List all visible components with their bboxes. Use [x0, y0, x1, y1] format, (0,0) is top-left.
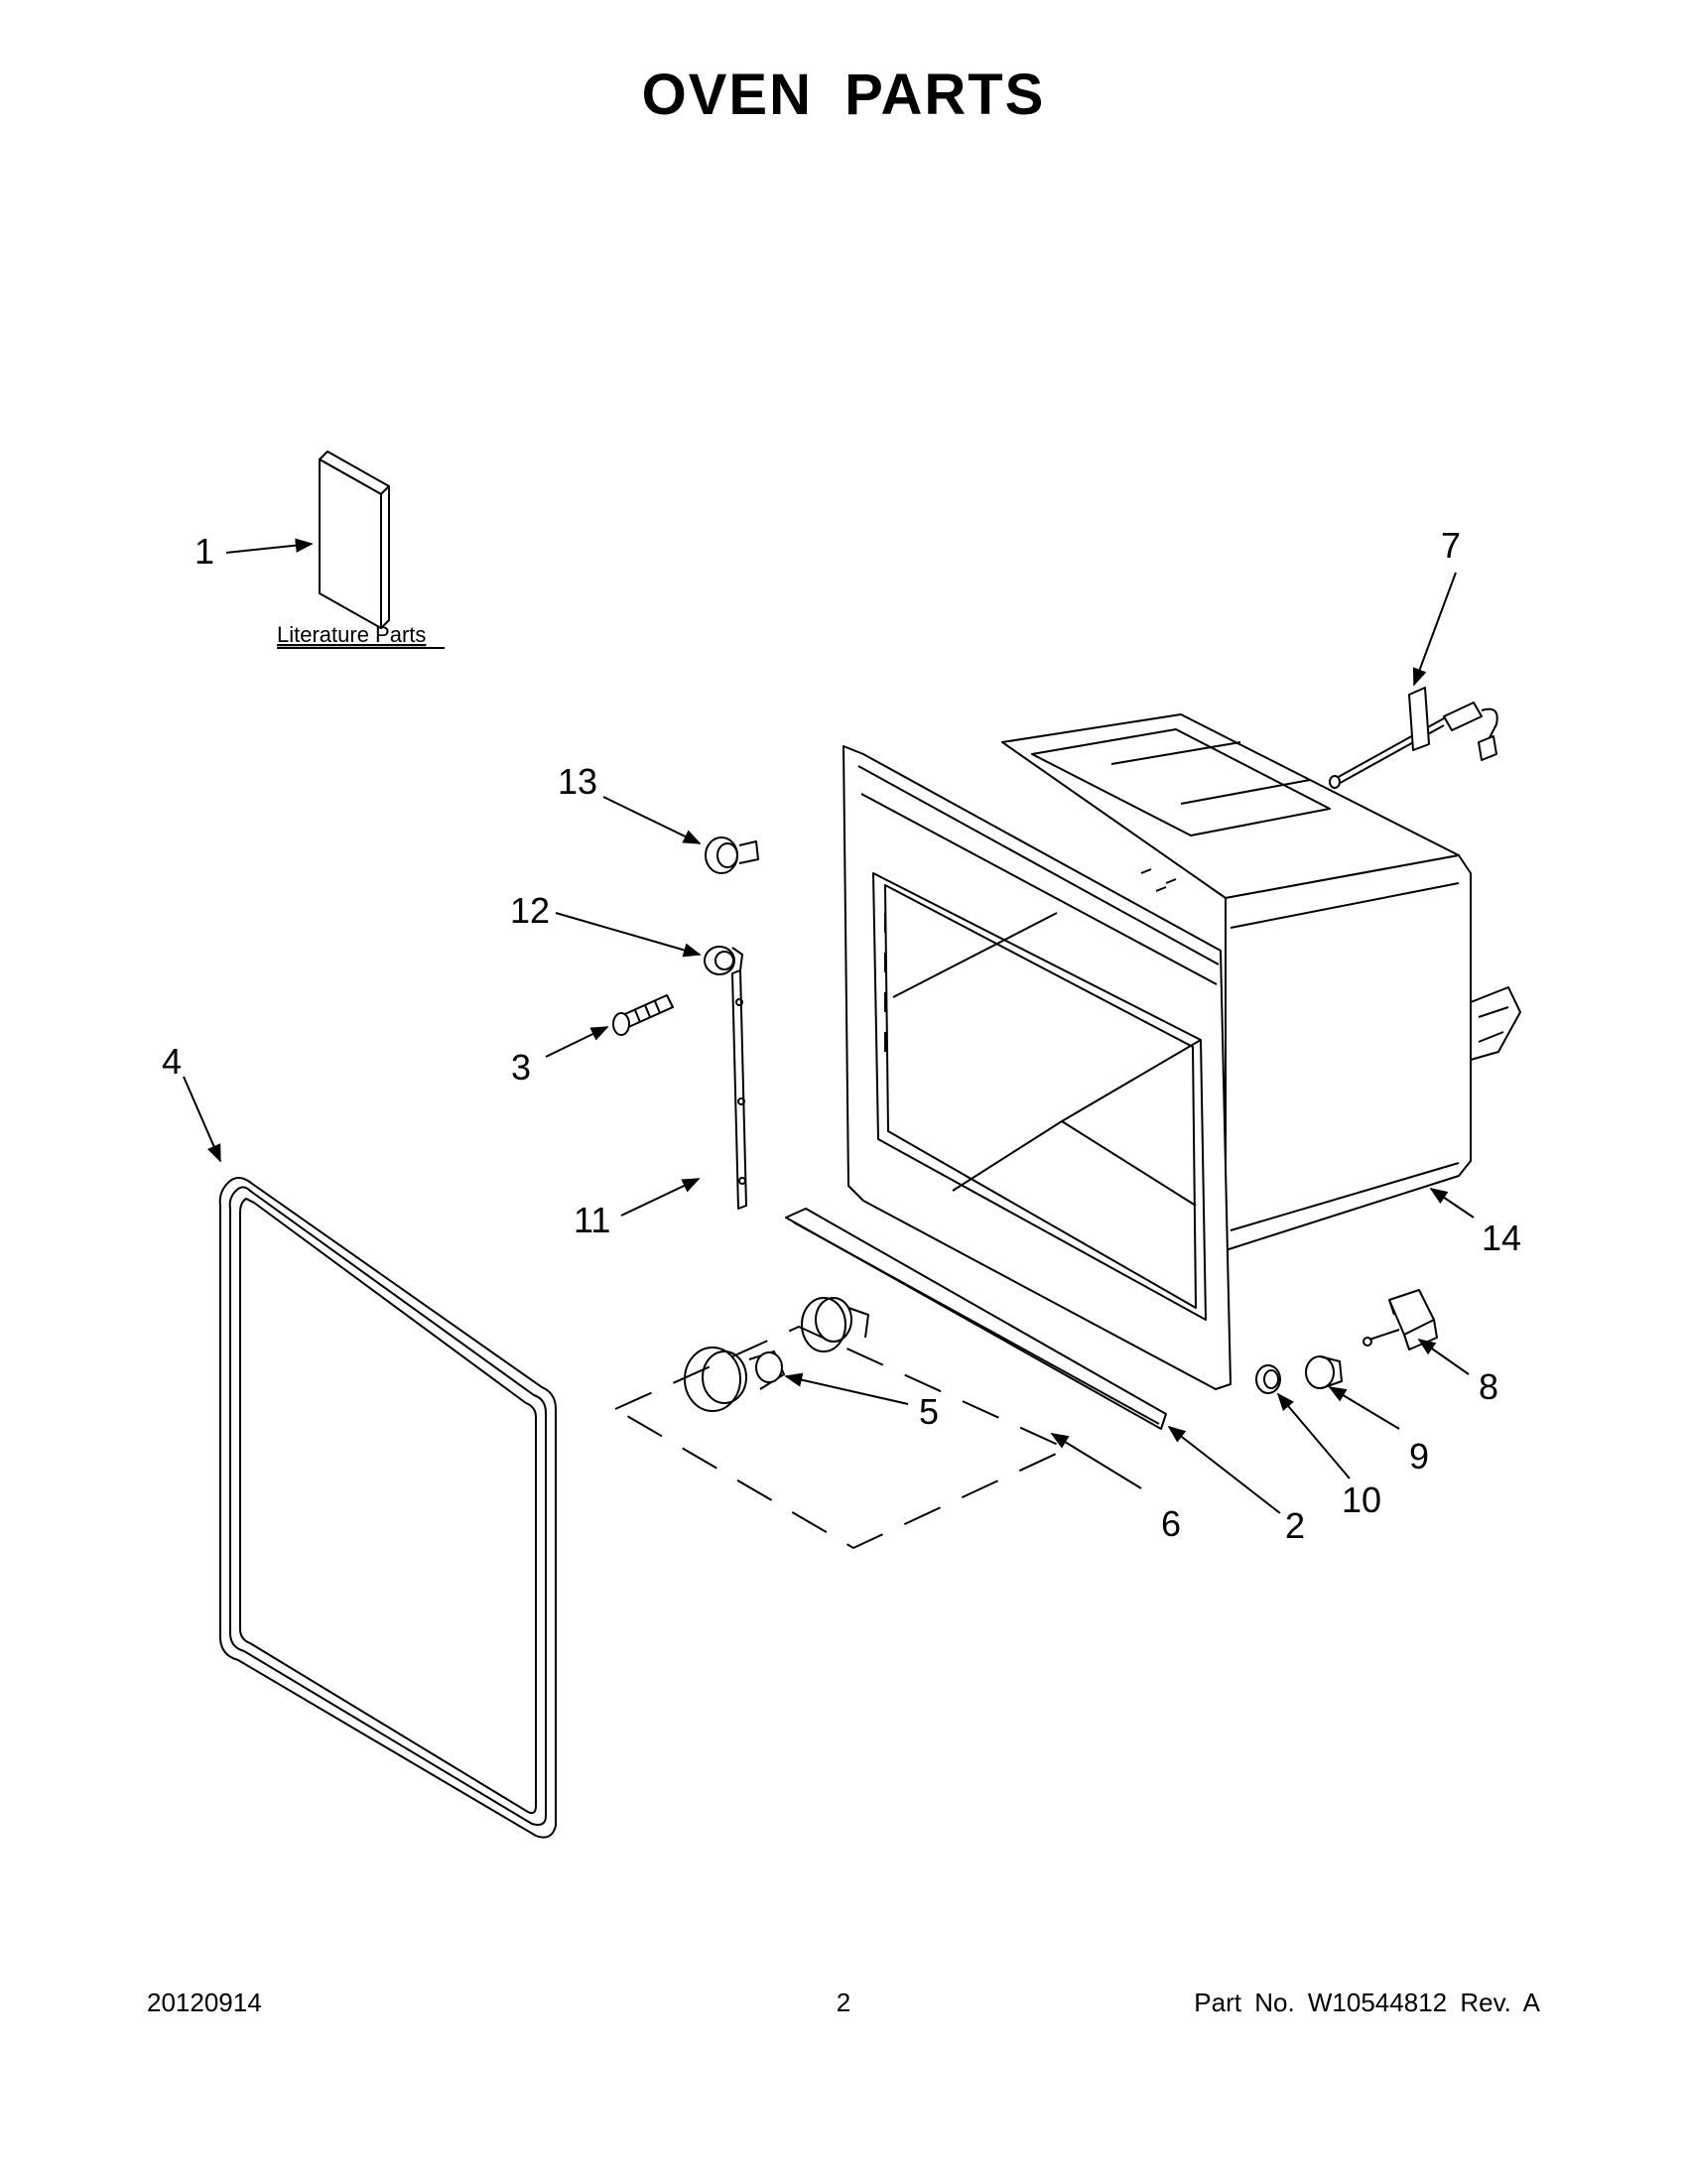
leader-11: [620, 1178, 701, 1217]
leader-4: [183, 1076, 221, 1163]
lamp-lens: [1255, 1364, 1281, 1394]
leader-6: [1050, 1433, 1142, 1489]
footer-part-number: Part No. W10544812 Rev. A: [1194, 1988, 1540, 2017]
leader-2: [1167, 1425, 1281, 1514]
callout-8: 8: [1479, 1366, 1498, 1407]
switch-bushing: [704, 946, 743, 975]
callout-5: 5: [919, 1391, 939, 1432]
callout-7: 7: [1441, 525, 1461, 566]
footer-date: 20120914: [147, 1988, 262, 2017]
page-title: OVEN PARTS: [641, 63, 1046, 127]
screw: [612, 994, 674, 1036]
leader-13: [602, 796, 702, 844]
leader-3: [545, 1026, 609, 1058]
leader-8: [1417, 1338, 1470, 1375]
callout-12: 12: [510, 890, 550, 931]
callout-11: 11: [574, 1200, 610, 1240]
footer-page-number: 2: [836, 1988, 851, 2017]
lamp-socket: [1305, 1355, 1343, 1389]
callout-14: 14: [1482, 1218, 1521, 1258]
leader-1: [225, 538, 314, 554]
callout-9: 9: [1409, 1436, 1429, 1477]
callout-4: 4: [162, 1041, 182, 1082]
callout-13: 13: [558, 761, 597, 802]
door-switch: [1363, 1289, 1438, 1350]
leader-5: [784, 1372, 909, 1405]
callout-3: 3: [511, 1047, 531, 1088]
leader-arrows: [183, 538, 1475, 1514]
hinge-strip: [731, 969, 747, 1210]
literature-booklet: [319, 450, 390, 629]
bottom-trim-strip: [785, 1208, 1167, 1430]
knob-group-outline: [614, 1326, 1068, 1549]
leader-10: [1276, 1392, 1351, 1479]
callout-10: 10: [1342, 1479, 1381, 1520]
door-gasket: [218, 1177, 557, 1839]
callout-2: 2: [1285, 1505, 1305, 1546]
leader-12: [555, 912, 702, 958]
callout-1: 1: [195, 531, 214, 572]
oven-cavity: [843, 713, 1521, 1390]
selector-knob: [705, 836, 759, 874]
knob-assembly: [684, 1297, 869, 1412]
leader-7: [1412, 572, 1457, 687]
callout-6: 6: [1161, 1503, 1181, 1544]
literature-parts-label: Literature Parts: [277, 622, 426, 647]
temperature-sensor: [1329, 687, 1498, 789]
leader-9: [1328, 1386, 1400, 1430]
leader-14: [1429, 1187, 1475, 1219]
